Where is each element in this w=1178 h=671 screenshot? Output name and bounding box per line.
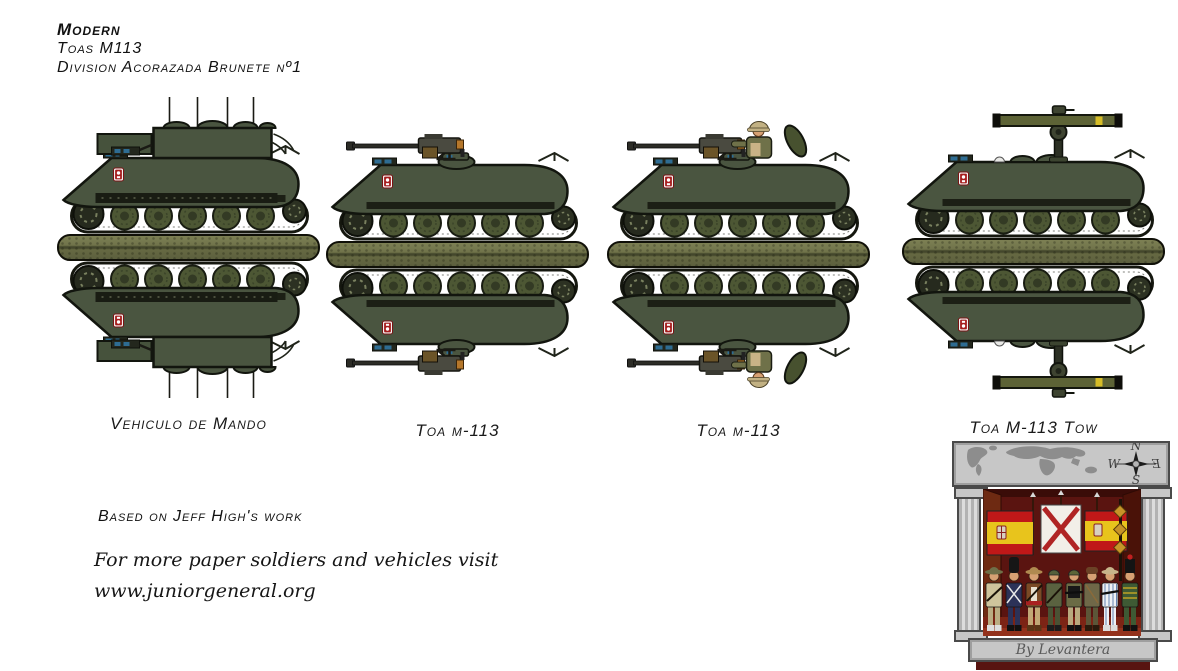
credit-line: Based on Jeff High's work — [98, 508, 303, 525]
compass-east-label: E — [1151, 457, 1161, 471]
spanish-flag — [986, 510, 1034, 556]
vehicle-label: Toa m-113 — [415, 421, 500, 440]
fold-base-strip — [57, 234, 320, 261]
toa-m113-top-view — [326, 101, 589, 241]
levantera-logo: N W E S — [952, 439, 1174, 670]
page-title: Modern — [57, 20, 121, 39]
fold-base-strip — [607, 241, 870, 268]
gilded-standard — [1112, 499, 1128, 581]
world-map-and-compass: N W E S — [967, 439, 1162, 487]
vehicle-label: Toa m-113 — [696, 421, 781, 440]
logo-scene — [982, 488, 1142, 637]
fold-base-strip — [902, 238, 1165, 265]
fold-base-strip — [326, 241, 589, 268]
unit-name: Division Acorazada Brunete nº1 — [57, 59, 303, 76]
toa-m113-tow-top-view — [902, 98, 1165, 238]
compass-west-label: W — [1108, 457, 1122, 471]
toa-m113-crew-mirrored-view — [607, 268, 870, 408]
toa-m113-mirrored-view — [326, 268, 589, 408]
page-subtitle: Toas M113 — [57, 40, 143, 57]
logo-base-strip — [976, 662, 1150, 670]
toa-m113-tow-mirrored-view — [902, 265, 1165, 405]
logo-left-column — [954, 487, 988, 642]
vehicle-group-toa-m113-tow: Toa M-113 Tow — [902, 98, 1165, 438]
vehicle-group-toa-m113-crew: Toa m-113 — [607, 101, 870, 441]
vehicle-label: Vehiculo de Mando — [110, 414, 267, 433]
promo-line-2: www.juniorgeneral.org — [94, 580, 316, 602]
compass-rose-icon: N W E S — [1108, 439, 1162, 487]
vehicle-group-command: Vehiculo de Mando — [57, 94, 320, 434]
command-vehicle-mirrored-view — [57, 261, 320, 401]
promo-line-1: For more paper soldiers and vehicles vis… — [94, 549, 499, 571]
burgundy-cross-flag — [1040, 504, 1082, 554]
world-map-silhouette — [967, 445, 1097, 476]
logo-lintel: N W E S — [952, 439, 1170, 487]
logo-plinth: By Levantera — [968, 638, 1158, 662]
flags-and-soldiers-scene — [982, 488, 1142, 637]
compass-north-label: N — [1130, 443, 1142, 453]
logo-author: By Levantera — [1015, 642, 1111, 658]
pole-finials — [1030, 490, 1100, 497]
promo-text: For more paper soldiers and vehicles vis… — [94, 545, 498, 607]
vehicle-label: Toa M-113 Tow — [969, 418, 1098, 437]
command-vehicle-top-view — [57, 94, 320, 234]
soldier-figures — [985, 554, 1139, 631]
toa-m113-crew-top-view — [607, 101, 870, 241]
compass-south-label: S — [1132, 473, 1140, 485]
logo-right-column — [1138, 487, 1172, 642]
sheet-header: Modern Toas M113 Division Acorazada Brun… — [57, 20, 302, 77]
vehicle-group-toa-m113: Toa m-113 — [326, 101, 589, 441]
